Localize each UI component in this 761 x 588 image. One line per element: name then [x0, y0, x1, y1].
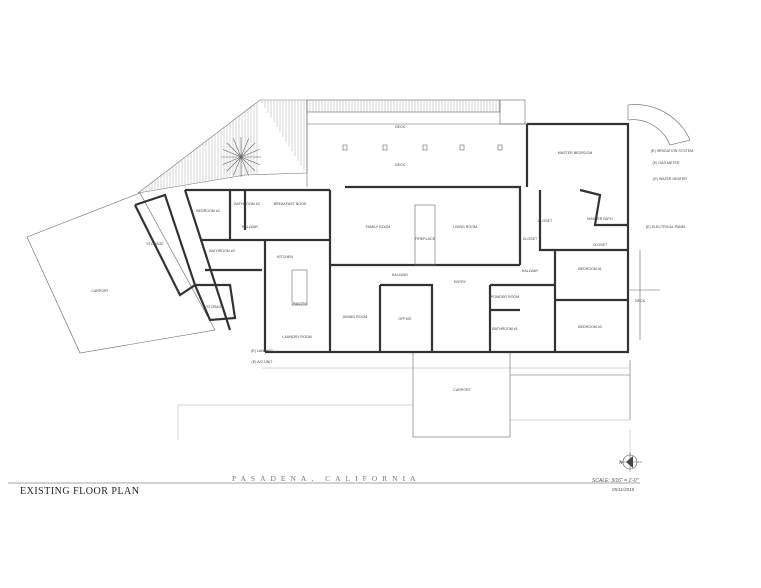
room-label: CARPORT	[453, 388, 471, 392]
equipment-note: (E) WATER HEATER	[653, 177, 687, 181]
room-label: OFFICE	[398, 317, 412, 321]
room-label: DECK	[635, 299, 646, 303]
skylight-vane	[240, 156, 256, 172]
room-label: POWDER ROOM	[491, 295, 519, 299]
skylight-vane	[240, 156, 260, 165]
skylight-vane	[222, 149, 242, 158]
room-label: FAMILY ROOM	[366, 225, 391, 229]
room-label: STORAGE	[206, 305, 224, 309]
skylight-vane	[240, 149, 260, 158]
drawing-date: 05/11/2018	[612, 487, 635, 492]
room-label: BATHROOM #3	[209, 249, 235, 253]
carport-slab-bottom	[412, 351, 511, 438]
room-label: LAUNDRY ROOM	[282, 335, 311, 339]
sheet-title: EXISTING FLOOR PLAN	[20, 486, 140, 497]
room-label: CLOSET	[593, 243, 608, 247]
deck-post	[342, 144, 348, 151]
room-label: CARPORT	[91, 289, 109, 293]
room-label: BEDROOM #1	[578, 267, 602, 271]
fireplace	[414, 204, 436, 266]
room-label: KITCHEN	[277, 255, 293, 259]
equipment-note: (E) LANDING	[251, 349, 273, 353]
pinwheel-skylight	[221, 137, 261, 177]
skylight-vane	[222, 156, 242, 165]
skylight-vane	[226, 156, 242, 172]
spiral-stair	[627, 104, 691, 146]
deck-post	[382, 144, 388, 151]
skylight-vane	[233, 156, 242, 176]
project-location: PASADENA, CALIFORNIA	[232, 474, 421, 483]
hatched-deck	[137, 99, 526, 194]
room-label: DINING ROOM	[343, 315, 368, 319]
room-label: CLOSET	[538, 219, 553, 223]
room-label: BATHROOM #1	[492, 327, 518, 331]
room-label: DECK	[395, 125, 406, 129]
room-label: BEDROOM #2	[196, 209, 220, 213]
north-label: N	[619, 461, 623, 466]
equipment-note: (E) A/C UNIT	[252, 360, 274, 364]
carport-slab-left	[26, 192, 216, 354]
room-label: HALLWAY	[242, 225, 259, 229]
deck-post	[422, 144, 428, 151]
deck-post	[459, 144, 465, 151]
deck-post	[497, 144, 503, 151]
room-label: CLOSET	[523, 237, 538, 241]
room-label: BREAKFAST NOOK	[274, 202, 307, 206]
room-label: MASTER BEDROOM	[558, 151, 593, 155]
room-label: ENTRY	[454, 280, 467, 284]
dimension-lines	[177, 360, 631, 465]
equipment-note: (E) GAS METER	[653, 161, 680, 165]
room-label: LIVING ROOM	[453, 225, 477, 229]
room-label: BATHROOM #2	[234, 202, 260, 206]
room-label: PANTRY	[293, 302, 308, 306]
walls	[134, 122, 630, 354]
room-label: HALLWAY	[392, 273, 409, 277]
drawing-scale: SCALE: 3/16" = 1'-0"	[592, 478, 639, 484]
skylight-vane	[240, 142, 256, 158]
deck-posts	[342, 144, 503, 151]
equipment-note: (E) ELECTRICAL PANEL	[646, 225, 686, 229]
skylight-vane	[226, 142, 242, 158]
room-label: FIREPLACE	[415, 237, 436, 241]
room-label: STORAGE	[146, 242, 164, 246]
room-label: MASTER BATH	[587, 217, 613, 221]
north-arrow: N	[619, 452, 642, 472]
skylight-vane	[240, 156, 249, 176]
skylight-vane	[233, 138, 242, 158]
skylight-vane	[240, 138, 249, 158]
equipment-note: (E) IRRIGATION SYSTEM	[651, 149, 693, 153]
room-label: HALLWAY	[522, 269, 539, 273]
room-label: BEDROOM #3	[578, 325, 602, 329]
room-label: DECK	[395, 163, 406, 167]
kitchen-island	[291, 269, 308, 306]
